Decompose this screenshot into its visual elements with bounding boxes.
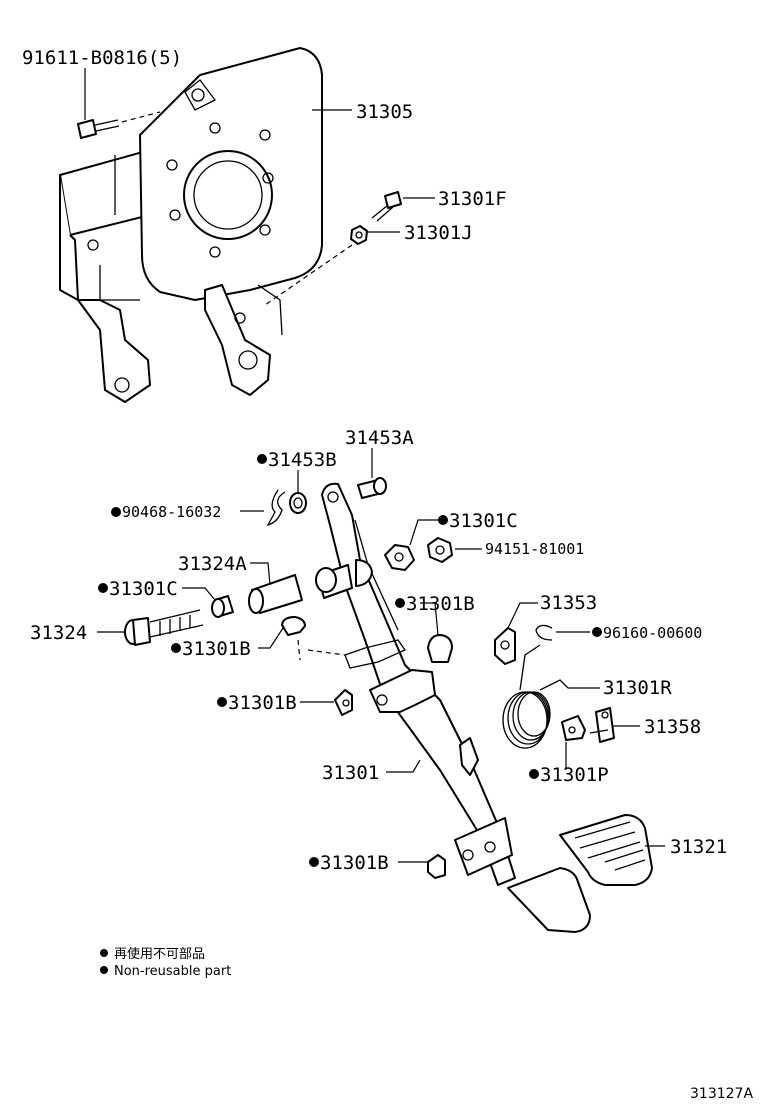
label-bolt-91611: 91611-B0816(5) bbox=[22, 47, 182, 69]
non-reusable-dot bbox=[257, 454, 267, 464]
non-reusable-dot bbox=[217, 697, 227, 707]
non-reusable-dot bbox=[111, 507, 121, 517]
pedal-assembly-drawing bbox=[124, 477, 653, 933]
label-bolt-31301f: 31301F bbox=[438, 188, 507, 210]
non-reusable-dot bbox=[529, 769, 539, 779]
label-bolt-31324: 31324 bbox=[30, 622, 87, 644]
label-bush-31301b-2: 31301B bbox=[406, 593, 475, 615]
label-pedal-pad-31321: 31321 bbox=[670, 836, 727, 858]
non-reusable-dot bbox=[98, 583, 108, 593]
legend-english: Non-reusable part bbox=[114, 964, 231, 979]
label-bush-31453b: 31453B bbox=[268, 449, 337, 471]
label-bush-31301c-left: 31301C bbox=[109, 578, 178, 600]
label-pedal-arm-31301: 31301 bbox=[322, 762, 379, 784]
label-clip-90468: 90468-16032 bbox=[122, 503, 221, 521]
non-reusable-dot bbox=[438, 515, 448, 525]
non-reusable-dot bbox=[395, 598, 405, 608]
legend: 再使用不可部品 Non-reusable part bbox=[100, 946, 231, 979]
label-ring-96160: 96160-00600 bbox=[603, 624, 702, 642]
label-pin-31453a: 31453A bbox=[345, 427, 414, 449]
legend-dot bbox=[100, 966, 108, 974]
non-reusable-dot bbox=[171, 643, 181, 653]
legend-japanese: 再使用不可部品 bbox=[114, 946, 205, 962]
part-labels: 91611-B0816(5) 31305 31301F 31301J 31453… bbox=[22, 47, 727, 874]
label-collar-31324a: 31324A bbox=[178, 553, 247, 575]
diagram-code: 313127A bbox=[690, 1086, 753, 1102]
legend-dot bbox=[100, 949, 108, 957]
non-reusable-dot bbox=[592, 627, 602, 637]
label-stopper-31358: 31358 bbox=[644, 716, 701, 738]
label-bush-31301b-3: 31301B bbox=[228, 692, 297, 714]
label-bush-31301b-4: 31301B bbox=[320, 852, 389, 874]
label-cushion-31301p: 31301P bbox=[540, 764, 609, 786]
label-bush-31301c-right: 31301C bbox=[449, 510, 518, 532]
leader-lines bbox=[84, 68, 665, 863]
label-nut-94151: 94151-81001 bbox=[485, 540, 584, 558]
label-bracket-31305: 31305 bbox=[356, 101, 413, 123]
label-bush-31301b-1: 31301B bbox=[182, 638, 251, 660]
label-nut-31301j: 31301J bbox=[404, 222, 473, 244]
bracket-assembly-drawing bbox=[59, 47, 402, 403]
label-spring-seat-31353: 31353 bbox=[540, 592, 597, 614]
non-reusable-dot bbox=[309, 857, 319, 867]
label-spring-31301r: 31301R bbox=[603, 677, 672, 699]
